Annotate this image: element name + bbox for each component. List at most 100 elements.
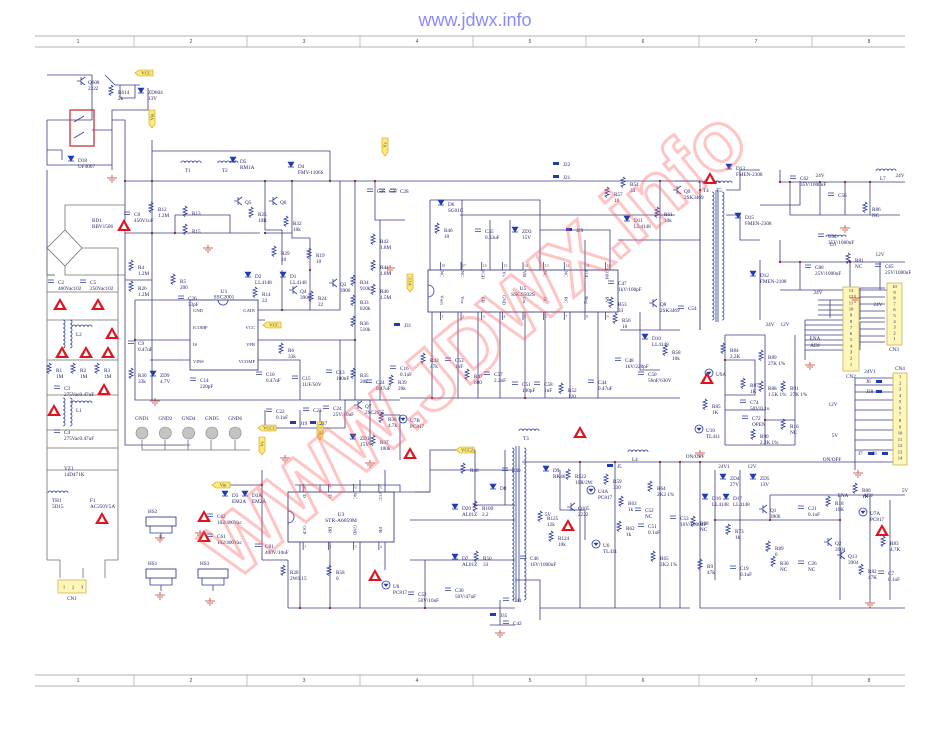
component-value: 10R: [258, 218, 267, 224]
component-ref: R26: [138, 286, 147, 292]
component-value: 10k: [293, 227, 301, 233]
component-ref: D8: [500, 486, 507, 492]
capacitor-icon: [292, 375, 298, 379]
component-value: 1.5M: [380, 295, 391, 301]
jumper-icon: [566, 228, 572, 231]
resistor-icon: [127, 367, 135, 379]
component-ref: D7: [462, 556, 469, 562]
ground-icon: [205, 598, 215, 606]
component-value: 25V/1000uF: [815, 271, 841, 277]
component-ref: C5: [90, 280, 96, 286]
component-value: 2.2: [482, 512, 489, 518]
junction-dot: [373, 179, 377, 183]
component-ref: R56: [622, 318, 631, 324]
component-value: 275Vac0.47uF: [64, 436, 94, 442]
component-ref: C7: [888, 571, 894, 577]
component-ref: C62: [800, 176, 809, 182]
capacitor-icon: [48, 279, 54, 283]
component-ref: R81: [855, 258, 864, 264]
common-mode-choke-icon: [69, 319, 73, 349]
resistor-icon: [757, 380, 765, 392]
junction-dot: [698, 188, 702, 192]
ground-icon: [155, 535, 165, 543]
component-value: 56nF/630V: [648, 378, 672, 384]
component-ref: R37: [380, 440, 389, 446]
resistor-icon: [861, 201, 869, 213]
component-ref: R73: [735, 529, 744, 535]
component-value: PC817: [410, 424, 425, 430]
component-ref: C53: [680, 516, 689, 522]
component-ref: C54: [688, 306, 697, 312]
component-value: 1.2M: [158, 213, 169, 219]
resistor-icon: [127, 280, 135, 292]
component-ref: D18: [78, 158, 87, 164]
diode-icon: [749, 473, 757, 480]
common-mode-choke-icon: [62, 397, 66, 427]
jumper-icon: [876, 390, 882, 393]
component-value: 3904: [848, 560, 859, 566]
component-ref: ZD3: [522, 229, 532, 235]
junction-dot: [768, 518, 772, 522]
component-value: 1.5K 1%: [768, 392, 787, 398]
component-value: NC: [700, 527, 708, 533]
component-value: 35V/1000uF: [800, 182, 826, 188]
rail-label: 5V: [832, 433, 839, 439]
capacitor-icon: [207, 513, 213, 517]
component-ref: ZD1: [360, 436, 370, 442]
component-ref: D3A: [252, 493, 262, 499]
resistor-icon: [387, 374, 395, 386]
junction-dot: [150, 179, 154, 183]
component-ref: U7B: [410, 418, 420, 424]
component-ref: Q608: [88, 80, 100, 86]
net-tag-label: VCC1: [318, 422, 323, 434]
connector-pin-number: 10: [849, 306, 854, 311]
component-ref: R46: [444, 228, 453, 234]
component-ref: R62: [626, 526, 635, 532]
component-ref: F1: [90, 498, 96, 504]
component-value: 3906: [300, 295, 311, 301]
connector-pin-number: 11: [898, 437, 903, 442]
component-ref: R84: [730, 348, 739, 354]
warning-icon: [97, 383, 111, 395]
component-ref: R83: [890, 541, 899, 547]
connector-pin-number: 4: [850, 343, 853, 348]
ic-ref: U1: [221, 289, 228, 295]
component-value: 10: [444, 234, 450, 240]
warning-icon: [573, 426, 587, 438]
ic-pin-label: NC: [439, 271, 444, 277]
transistor-icon: [673, 185, 682, 195]
component-ref: ZD4: [730, 476, 740, 482]
ground-icon: [365, 460, 375, 468]
component-value: UF4007: [78, 164, 95, 170]
junction-dot: [123, 179, 127, 183]
component-ref: C53: [455, 358, 464, 364]
component-ref: D13: [736, 166, 745, 172]
component-value: 27K 1%: [768, 361, 786, 367]
component-value: 0.47uF: [598, 386, 613, 392]
component-ref: C47: [618, 281, 627, 287]
capacitor-icon: [475, 228, 481, 232]
capacitor-icon: [615, 357, 621, 361]
resistor-icon: [646, 480, 654, 492]
component-value: 1.8M: [380, 271, 391, 277]
column-number-top: 8: [868, 39, 871, 45]
jumper-icon: [607, 464, 613, 467]
component-ref: R15: [192, 229, 201, 235]
resistor-icon: [349, 294, 357, 306]
component-value: LL4148: [634, 224, 651, 230]
jumper-label: J38: [866, 389, 874, 395]
component-value: LL4148: [290, 280, 307, 286]
component-value: NC: [780, 567, 788, 573]
component-ref: R80: [862, 488, 871, 494]
resistor-icon: [739, 377, 747, 389]
warning-icon: [117, 219, 131, 231]
capacitor-icon: [54, 429, 60, 433]
resistor-icon: [369, 259, 377, 271]
warning-icon: [700, 372, 714, 384]
component-value: 100nF: [336, 376, 349, 382]
component-value: RBV1506: [92, 224, 113, 230]
ic-pin-label: ICOMP: [193, 325, 208, 330]
diode-icon: [229, 156, 237, 163]
net-tag: VCC: [406, 273, 414, 293]
